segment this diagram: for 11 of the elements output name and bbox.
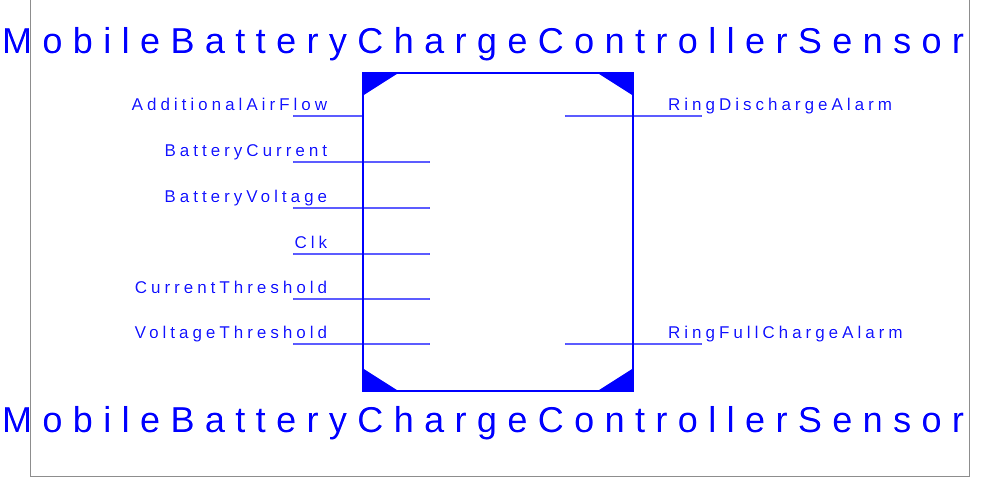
pin-label: Clk bbox=[294, 234, 331, 251]
pin-label: VoltageThreshold bbox=[134, 324, 331, 341]
pin-label: RingDischargeAlarm bbox=[668, 96, 896, 113]
pin-label: BatteryVoltage bbox=[164, 188, 331, 205]
block-name: MobileBatteryChargeControllerSensor bbox=[2, 402, 974, 438]
block-box bbox=[362, 72, 634, 392]
pin-label: BatteryCurrent bbox=[164, 142, 331, 159]
pin-label: RingFullChargeAlarm bbox=[668, 324, 907, 341]
diagram-title: MobileBatteryChargeControllerSensor bbox=[2, 23, 974, 59]
pin-label: AdditionalAirFlow bbox=[132, 96, 331, 113]
pin-label: CurrentThreshold bbox=[134, 279, 331, 296]
